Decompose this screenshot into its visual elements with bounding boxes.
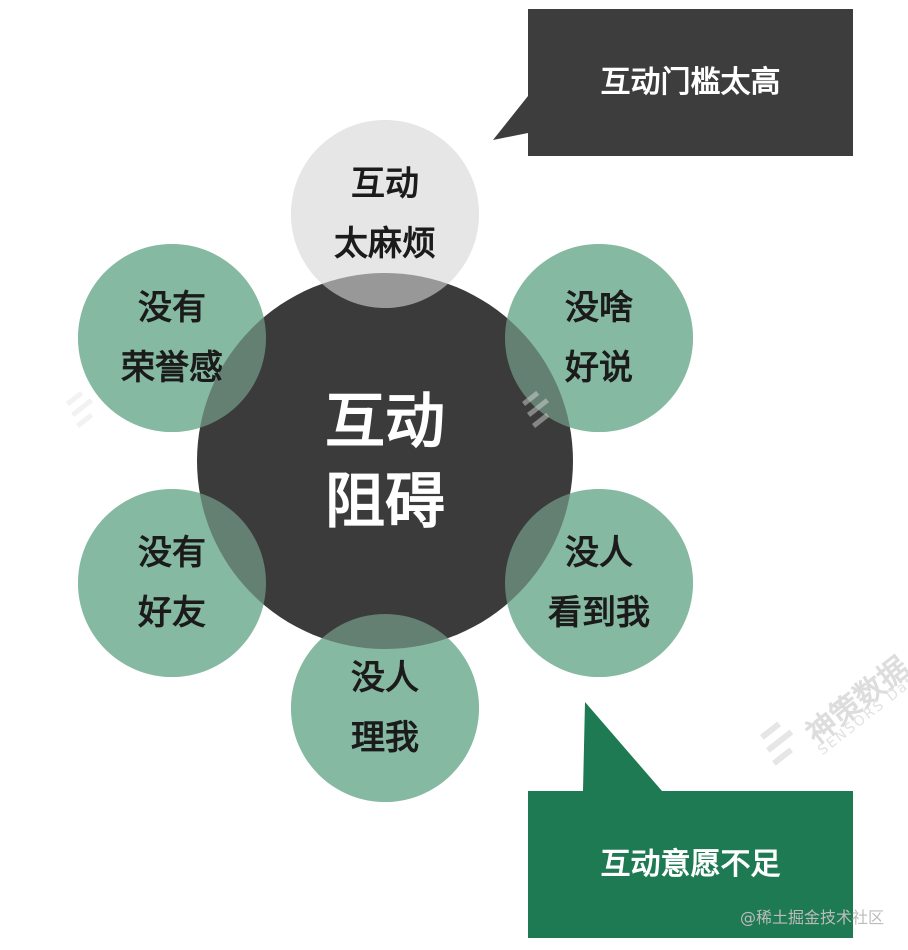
top-callout-box <box>493 9 853 156</box>
satellite-line: 太麻烦 <box>334 224 436 264</box>
satellite-line: 没人 <box>565 533 633 573</box>
bottom-callout-text: 互动意愿不足 <box>600 847 781 882</box>
satellite-label-top: 互动 太麻烦 <box>305 167 465 261</box>
satellite-label-lower-left: 没有 好友 <box>92 536 252 630</box>
satellite-line: 好说 <box>565 348 633 388</box>
satellite-overlay-lower-left <box>78 489 266 677</box>
satellite-overlay-top <box>291 120 479 308</box>
bottom-callout-box <box>528 702 853 938</box>
satellite-label-upper-left: 没有 荣誉感 <box>92 291 252 385</box>
satellite-overlay-lower-right <box>505 489 693 677</box>
center-circle <box>197 273 573 649</box>
satellite-overlay-bottom <box>291 614 479 802</box>
satellite-line: 互动 <box>351 164 419 204</box>
satellite-line: 没人 <box>351 658 419 698</box>
satellite-line: 看到我 <box>548 593 650 633</box>
center-label: 互动 阻碍 <box>285 392 485 532</box>
attribution-watermark: @稀土掘金技术社区 <box>739 908 884 927</box>
center-line: 阻碍 <box>325 467 445 537</box>
satellite-line: 荣誉感 <box>121 348 223 388</box>
satellite-line: 没有 <box>138 288 206 328</box>
top-callout-text: 互动门槛太高 <box>600 65 781 100</box>
center-line: 互动 <box>325 387 445 457</box>
satellite-line: 理我 <box>351 718 419 758</box>
satellite-line: 好友 <box>138 593 206 633</box>
satellite-overlay-upper-right <box>505 244 693 432</box>
satellite-line: 没啥 <box>565 288 633 328</box>
satellite-overlay-upper-left <box>78 244 266 432</box>
satellite-label-upper-right: 没啥 好说 <box>519 291 679 385</box>
satellite-label-bottom: 没人 理我 <box>305 661 465 755</box>
watermark-logo-mark <box>66 390 794 766</box>
satellite-label-lower-right: 没人 看到我 <box>519 536 679 630</box>
satellite-line: 没有 <box>138 533 206 573</box>
